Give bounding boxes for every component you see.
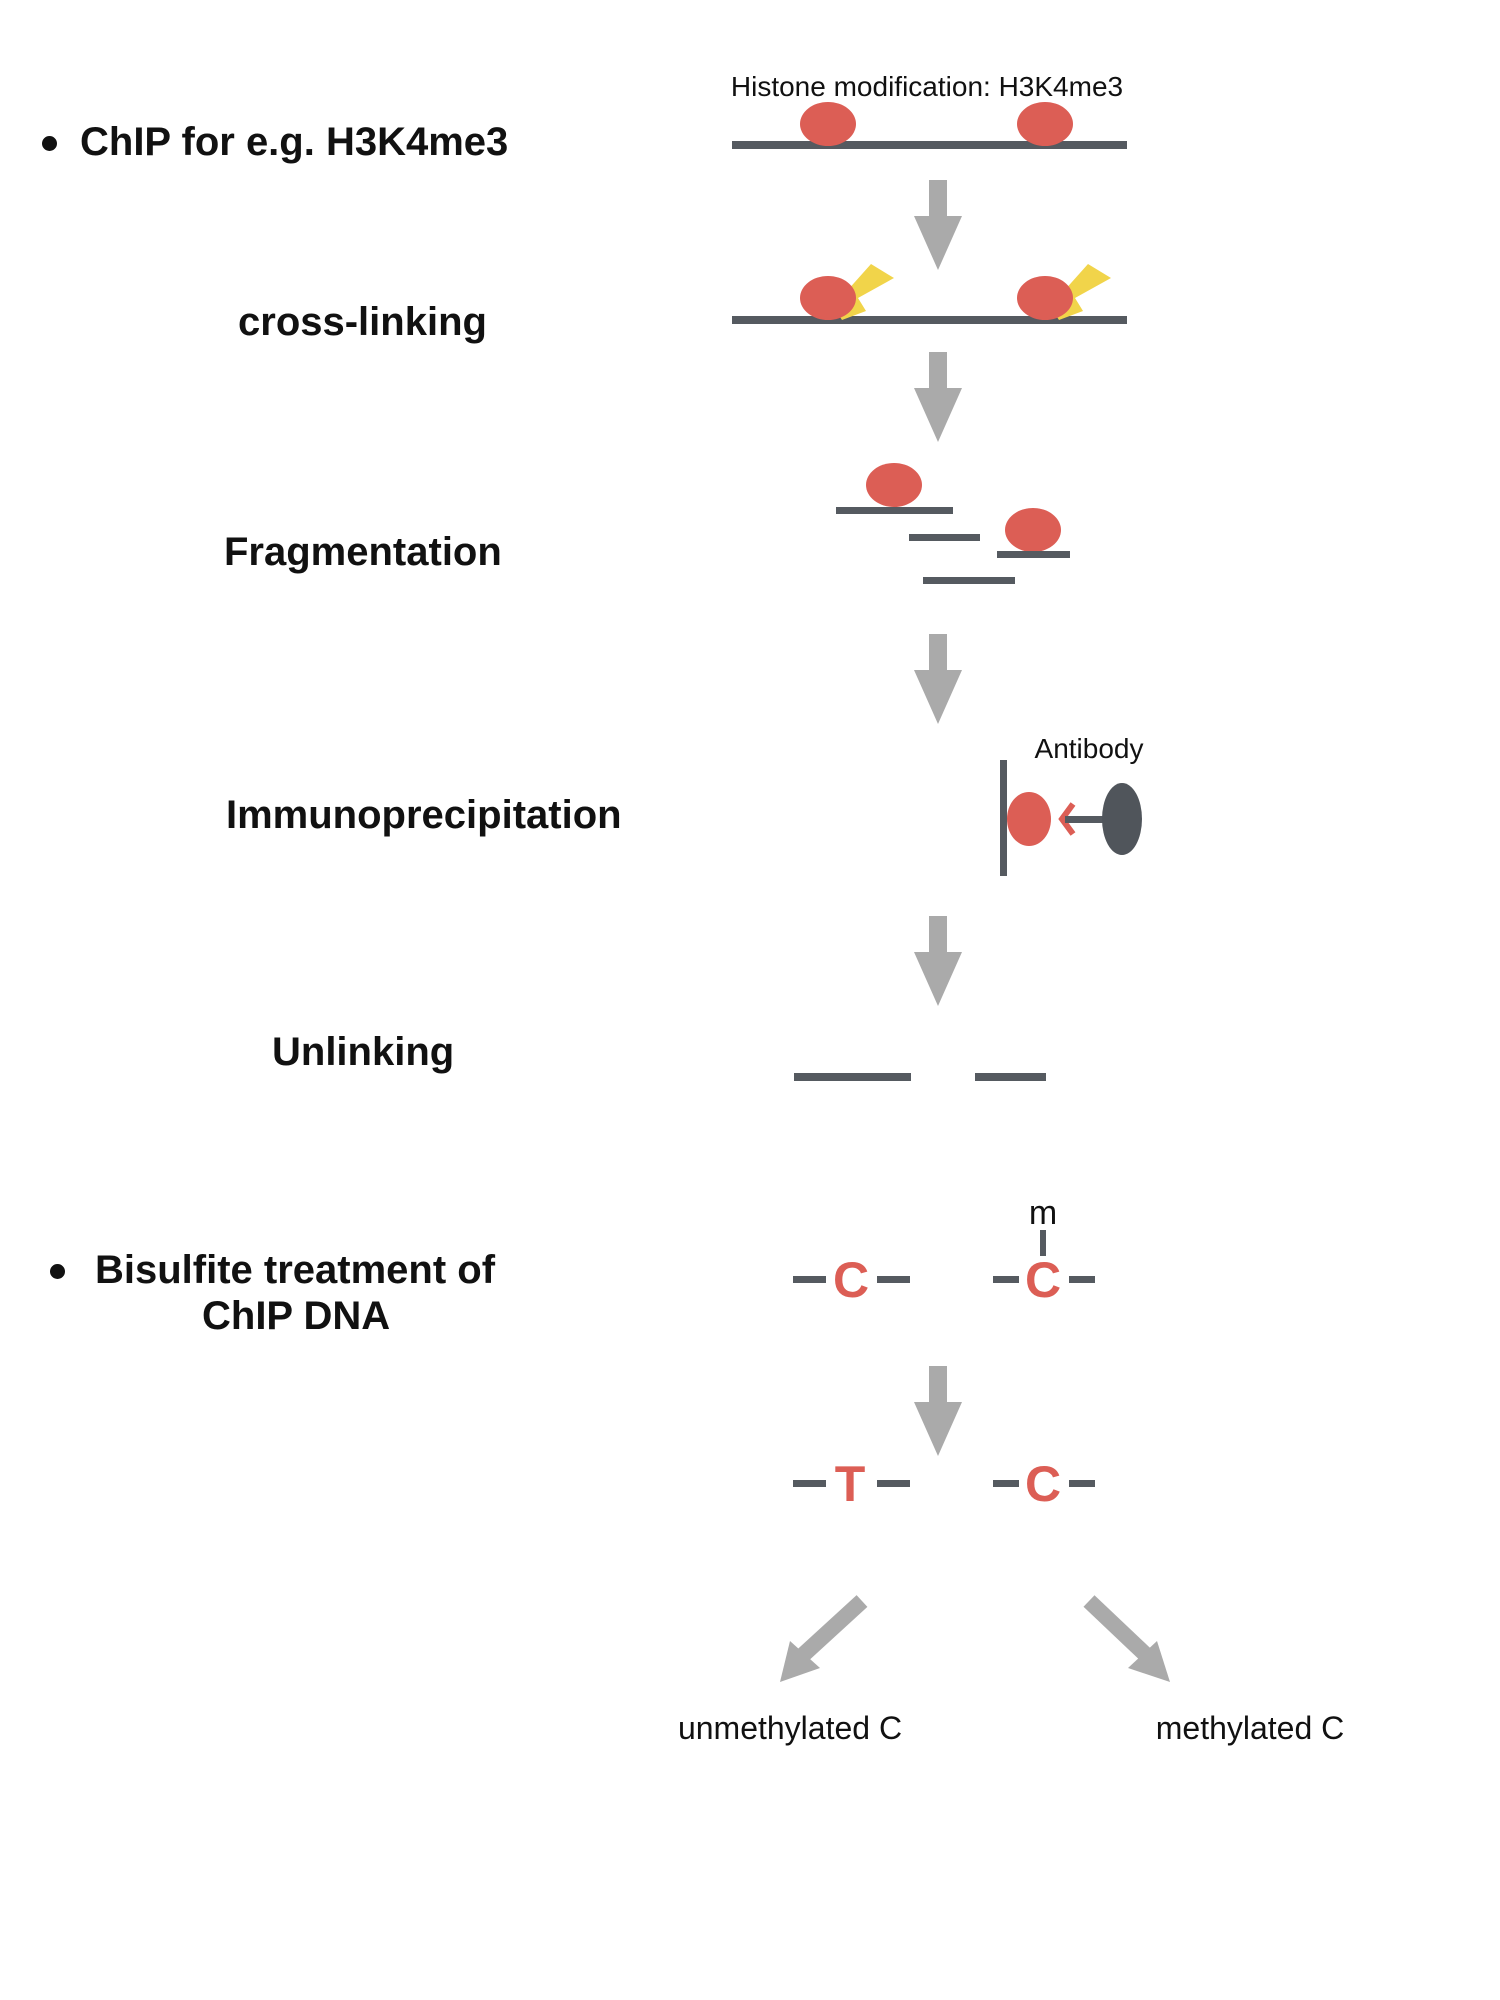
- outcome-unmethylated-label: unmethylated C: [678, 1710, 902, 1746]
- outcome-methylated-label: methylated C: [1156, 1710, 1345, 1746]
- dna-stub: [993, 1480, 1019, 1487]
- methylated-cytosine: C: [1025, 1252, 1061, 1308]
- bullet-chip: [42, 136, 57, 151]
- released-dna-fragments: [794, 1073, 1046, 1081]
- step-chip-label: ChIP for e.g. H3K4me3: [80, 120, 509, 164]
- diagonal-arrow-left: [797, 1595, 868, 1661]
- fragment-3: [997, 551, 1070, 558]
- dna-before-bisulfite: C C m: [793, 1194, 1095, 1308]
- methyl-bond: [1040, 1230, 1046, 1256]
- dna-strand-initial: [732, 102, 1127, 149]
- diagonal-arrow-right-head: [1128, 1641, 1170, 1682]
- released-fragment-left: [794, 1073, 911, 1081]
- bullet-bisulfite: [50, 1264, 65, 1279]
- histone-bound: [1007, 792, 1051, 846]
- step-crosslinking-label: cross-linking: [238, 300, 487, 344]
- down-arrow-3: [914, 634, 962, 724]
- preserved-cytosine: C: [1025, 1456, 1061, 1512]
- histone-left: [800, 276, 856, 320]
- converted-thymine: T: [835, 1456, 866, 1512]
- dna-after-bisulfite: T C: [793, 1456, 1095, 1512]
- unmethylated-cytosine: C: [833, 1252, 869, 1308]
- diagonal-arrow-right: [1083, 1595, 1152, 1661]
- dna-strand-crosslinked: [732, 264, 1127, 324]
- antibody-label: Antibody: [1035, 733, 1144, 764]
- step-bisulfite-label-line1: Bisulfite treatment of: [95, 1248, 496, 1292]
- diagonal-arrow-left-head: [780, 1641, 820, 1682]
- methyl-mark: m: [1029, 1194, 1057, 1232]
- antibody-complex: [1000, 760, 1142, 876]
- dna-fragment-bound: [1000, 760, 1007, 876]
- released-fragment-right: [975, 1073, 1046, 1081]
- down-arrow-4: [914, 916, 962, 1006]
- fragment-1: [836, 507, 953, 514]
- antibody-bead: [1102, 783, 1142, 855]
- down-arrow-2: [914, 352, 962, 442]
- histone-fragment-3: [1005, 508, 1061, 552]
- fragment-4: [923, 577, 1015, 584]
- step-immunoprecipitation-label: Immunoprecipitation: [226, 793, 622, 837]
- dna-stub: [793, 1276, 826, 1283]
- dna-stub: [1069, 1480, 1095, 1487]
- histone-fragment-1: [866, 463, 922, 507]
- step-fragmentation-label: Fragmentation: [224, 530, 502, 574]
- antibody-stem: [1065, 816, 1105, 823]
- dna-stub: [793, 1480, 826, 1487]
- dna-line: [732, 316, 1127, 324]
- dna-stub: [993, 1276, 1019, 1283]
- fragment-2: [909, 534, 980, 541]
- down-arrow-5: [914, 1366, 962, 1456]
- step-bisulfite-label-line2: ChIP DNA: [202, 1294, 391, 1338]
- dna-line: [732, 141, 1127, 149]
- antibody-fork: [1058, 802, 1076, 836]
- dna-fragments: [836, 463, 1070, 584]
- step-unlinking-label: Unlinking: [272, 1030, 455, 1074]
- dna-stub: [877, 1276, 910, 1283]
- dna-stub: [877, 1480, 910, 1487]
- histone-right: [1017, 102, 1073, 146]
- histone-right: [1017, 276, 1073, 320]
- histone-modification-label: Histone modification: H3K4me3: [731, 71, 1123, 102]
- down-arrow-1: [914, 180, 962, 270]
- histone-left: [800, 102, 856, 146]
- dna-stub: [1069, 1276, 1095, 1283]
